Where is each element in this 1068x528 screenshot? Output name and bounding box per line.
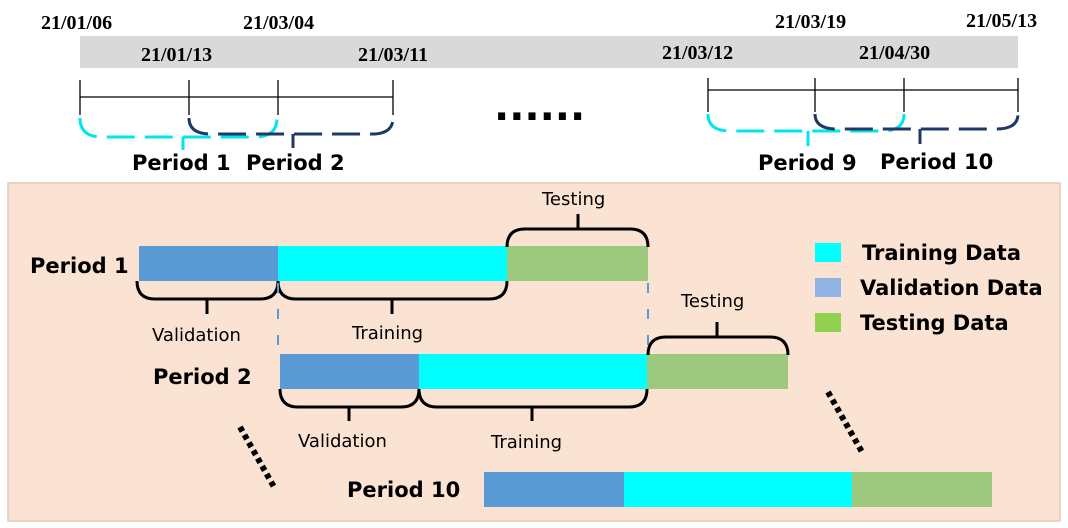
row-1-validation-bar <box>139 246 278 281</box>
row-period-10-label: Period 10 <box>347 478 460 502</box>
row-10-testing-bar <box>852 472 992 507</box>
period-2-label: Period 2 <box>246 151 345 175</box>
row-period-1-label: Period 1 <box>30 254 129 278</box>
legend-swatch-training <box>815 243 841 262</box>
continuation-dots-left <box>237 425 277 489</box>
row-2-testing-bar <box>647 354 788 389</box>
legend-label-validation: Validation Data <box>860 276 1043 300</box>
legend-label-training: Training Data <box>862 241 1021 265</box>
legend-label-testing: Testing Data <box>860 311 1009 335</box>
period-9-bracket <box>706 113 906 133</box>
row-1-training-bar <box>278 246 507 281</box>
row-10-training-bar <box>624 472 852 507</box>
row-2-training-label: Training <box>490 432 562 453</box>
date-label-d3: 21/03/04 <box>243 12 314 34</box>
row-1-training-label: Training <box>351 323 423 344</box>
date-label-d7: 21/04/30 <box>859 42 930 64</box>
legend: Training Data Validation Data Testing Da… <box>815 241 1043 335</box>
timeline-bar <box>80 36 1018 68</box>
period-10-bracket <box>813 113 1020 131</box>
timeline-ticks-right <box>707 78 1019 112</box>
row-2-validation-bar <box>280 354 419 389</box>
period-9-label: Period 9 <box>758 151 857 175</box>
date-label-d5: 21/03/12 <box>662 42 733 64</box>
legend-swatch-validation <box>815 278 841 297</box>
date-label-d1: 21/01/06 <box>41 12 112 34</box>
row-2-testing-label: Testing <box>680 291 744 312</box>
period-2-bracket <box>187 117 395 136</box>
row-2-validation-label: Validation <box>298 431 387 452</box>
period-10-label: Period 10 <box>880 150 993 174</box>
date-label-d8: 21/05/13 <box>966 10 1037 32</box>
row-1-validation-label: Validation <box>152 325 241 346</box>
continuation-dots-right <box>825 390 865 454</box>
row-2-training-bar <box>419 354 647 389</box>
timeline-ellipsis: ...... <box>494 84 585 130</box>
row-period-2-label: Period 2 <box>153 365 252 389</box>
legend-swatch-testing <box>815 313 841 332</box>
period-1-label: Period 1 <box>132 151 231 175</box>
detail-panel <box>7 182 1061 522</box>
row-10-validation-bar <box>484 472 624 507</box>
date-label-d4: 21/03/11 <box>358 44 428 66</box>
timeline-ticks-left <box>79 80 394 115</box>
row-1-testing-bar <box>507 246 648 281</box>
date-label-d6: 21/03/19 <box>775 11 846 33</box>
row-1-testing-label: Testing <box>541 189 605 210</box>
date-label-d2: 21/01/13 <box>141 44 212 66</box>
period-1-bracket <box>78 117 279 139</box>
